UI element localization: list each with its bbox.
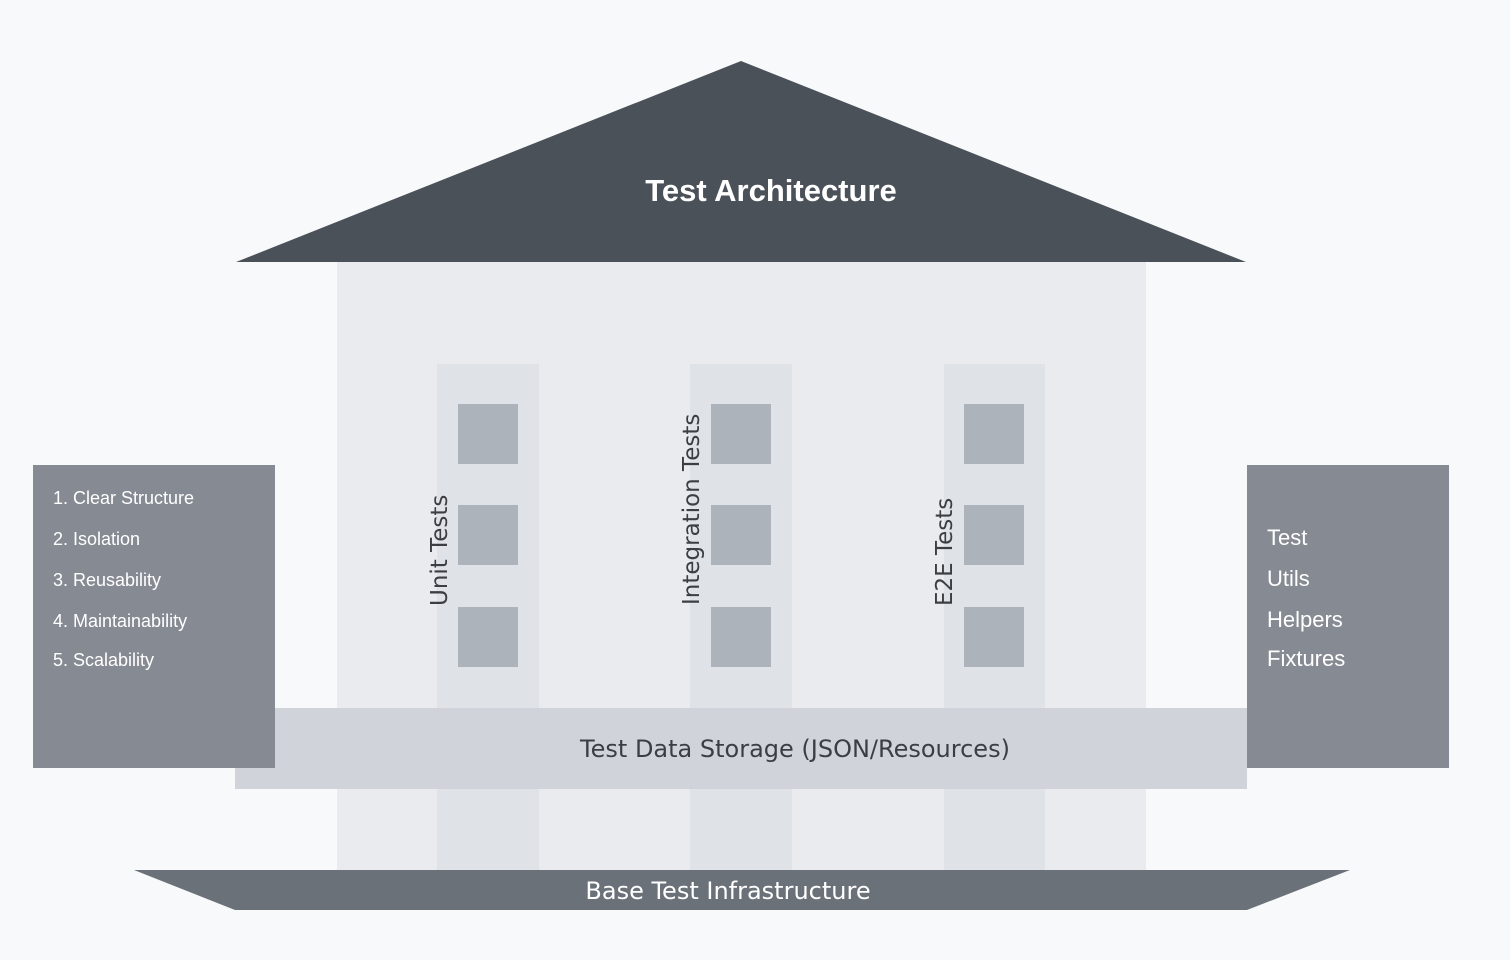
column-integration-tests: Integration Tests: [679, 364, 792, 872]
column-label-e2e-tests: E2E Tests: [932, 498, 958, 606]
support-item: Utils: [1267, 566, 1310, 591]
column-block: [964, 404, 1024, 464]
foundation-label: Base Test Infrastructure: [585, 877, 870, 905]
column-block: [458, 505, 518, 565]
principles-panel: 1. Clear Structure 2. Isolation 3. Reusa…: [33, 465, 275, 768]
column-label-unit-tests: Unit Tests: [427, 495, 453, 606]
principle-item: 5. Scalability: [53, 650, 154, 670]
support-item: Test: [1267, 525, 1307, 550]
principle-item: 2. Isolation: [53, 529, 140, 549]
column-block: [711, 505, 771, 565]
column-block: [711, 404, 771, 464]
column-label-integration-tests: Integration Tests: [679, 414, 705, 605]
support-item: Fixtures: [1267, 646, 1345, 671]
column-block: [711, 607, 771, 667]
column-block: [458, 607, 518, 667]
principles-panel-box: [33, 465, 275, 768]
support-panel: Test Utils Helpers Fixtures: [1247, 465, 1449, 768]
support-panel-box: [1247, 465, 1449, 768]
column-unit-tests: Unit Tests: [427, 364, 539, 872]
principle-item: 3. Reusability: [53, 570, 161, 590]
column-e2e-tests: E2E Tests: [932, 364, 1045, 872]
test-data-storage-label: Test Data Storage (JSON/Resources): [579, 735, 1010, 763]
column-block: [458, 404, 518, 464]
principle-item: 1. Clear Structure: [53, 488, 194, 508]
test-data-storage: [235, 708, 1247, 789]
roof-title: Test Architecture: [645, 173, 897, 208]
column-block: [964, 505, 1024, 565]
support-item: Helpers: [1267, 607, 1343, 632]
principle-item: 4. Maintainability: [53, 611, 187, 631]
roof: [236, 61, 1246, 262]
column-block: [964, 607, 1024, 667]
foundation: [134, 870, 1350, 910]
